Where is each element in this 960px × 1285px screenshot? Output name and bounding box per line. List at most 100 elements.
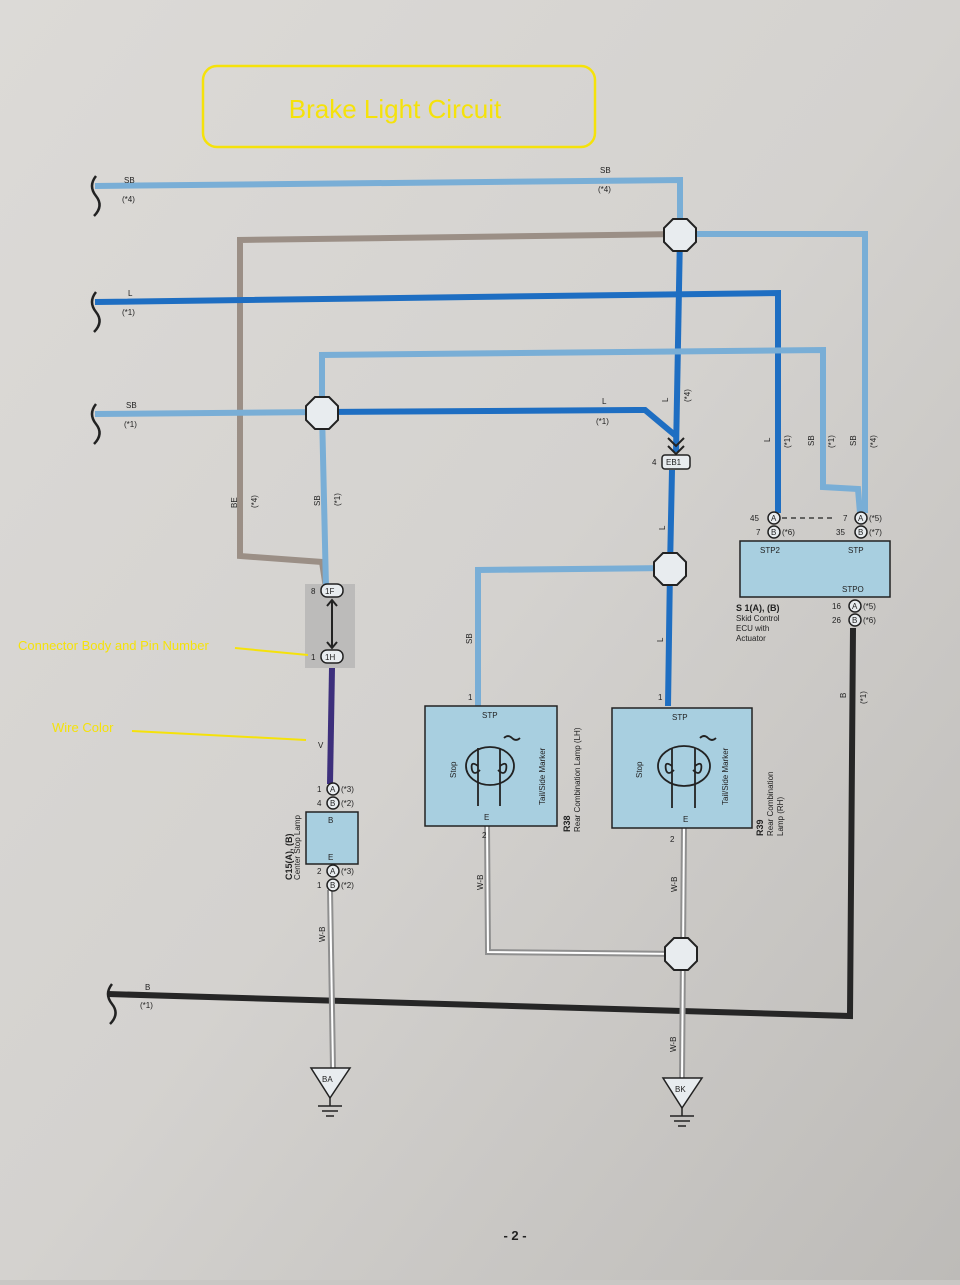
svg-text:7: 7: [756, 528, 761, 537]
svg-text:W-B: W-B: [670, 877, 679, 892]
svg-text:B: B: [839, 693, 848, 698]
svg-text:A: A: [858, 514, 864, 523]
r38-bulb-icon: [465, 735, 521, 806]
wire-sb-right-top: [680, 231, 868, 513]
r39-box: [611, 707, 753, 829]
svg-text:L: L: [128, 289, 133, 298]
wire-sb-vertical: [319, 411, 329, 589]
svg-text:L: L: [658, 525, 667, 530]
svg-text:26: 26: [832, 616, 841, 625]
ecu-code: S 1(A), (B): [736, 603, 780, 613]
r39-e: E: [683, 815, 688, 824]
svg-text:1: 1: [317, 785, 322, 794]
svg-text:W-B: W-B: [318, 927, 327, 942]
svg-text:2: 2: [317, 867, 322, 876]
connector-1h-label: 1H: [325, 653, 335, 662]
annotation-connector-pointer: [234, 647, 309, 656]
r39-tail: Tail/Side Marker: [721, 747, 730, 805]
wire-l-eb1: [665, 469, 675, 707]
wire-v: [327, 667, 335, 785]
ecu-stp: STP: [848, 546, 864, 555]
wire-sb-left: [94, 409, 323, 417]
wire-l-top: [94, 289, 781, 513]
center-lamp-e: E: [328, 853, 333, 862]
wire-sb-top: [94, 176, 683, 234]
center-lamp-b: B: [328, 816, 333, 825]
svg-text:A: A: [330, 867, 336, 876]
svg-text:45: 45: [750, 514, 759, 523]
ecu-stpo: STPO: [842, 585, 864, 594]
ground-bk-label: BK: [675, 1085, 686, 1094]
svg-text:A: A: [771, 514, 777, 523]
svg-text:(*2): (*2): [341, 799, 354, 808]
svg-text:(*1): (*1): [333, 493, 342, 506]
r39-stp: STP: [672, 713, 688, 722]
svg-text:B: B: [145, 983, 150, 992]
svg-text:4: 4: [317, 799, 322, 808]
svg-text:(*7): (*7): [869, 528, 882, 537]
svg-text:L: L: [602, 397, 607, 406]
r38-stp: STP: [482, 711, 498, 720]
r38-box: [424, 705, 558, 827]
junction-top: [663, 218, 697, 252]
svg-text:SB: SB: [124, 176, 135, 185]
svg-text:B: B: [330, 881, 335, 890]
eb1-label: EB1: [666, 458, 682, 467]
svg-text:(*1): (*1): [596, 417, 609, 426]
center-lamp-code: C15(A), (B): [284, 833, 294, 880]
svg-text:(*6): (*6): [863, 616, 876, 625]
r39-code: R39: [755, 819, 765, 836]
ecu-pins: 45 A 7 B (*6) 7 A (*5) 35 B (*7) 16 A (*…: [750, 511, 882, 627]
junction-mid: [653, 552, 687, 586]
svg-text:BE: BE: [230, 497, 239, 508]
ecu-box: [739, 540, 891, 598]
svg-text:(*4): (*4): [250, 495, 259, 508]
r39-name-2: Lamp (RH): [776, 797, 785, 836]
title-box: [201, 64, 597, 149]
junctions: [305, 218, 698, 971]
svg-text:(*1): (*1): [140, 1001, 153, 1010]
svg-text:(*2): (*2): [341, 881, 354, 890]
svg-text:(*1): (*1): [124, 420, 137, 429]
svg-text:(*1): (*1): [827, 435, 836, 448]
svg-text:7: 7: [843, 514, 848, 523]
svg-text:(*1): (*1): [859, 691, 868, 704]
svg-text:W-B: W-B: [476, 875, 485, 890]
svg-text:B: B: [771, 528, 776, 537]
ecu-stp2: STP2: [760, 546, 781, 555]
r38-e: E: [484, 813, 489, 822]
svg-text:(*3): (*3): [341, 785, 354, 794]
page-number: - 2 -: [503, 1228, 526, 1243]
svg-text:L: L: [763, 437, 772, 442]
r39-pin-bottom: 2: [670, 835, 675, 844]
svg-text:SB: SB: [849, 435, 858, 446]
annotation-connector: Connector Body and Pin Number: [18, 638, 209, 653]
svg-text:SB: SB: [465, 633, 474, 644]
svg-text:(*5): (*5): [863, 602, 876, 611]
svg-text:V: V: [318, 741, 324, 750]
svg-text:(*4): (*4): [683, 389, 692, 402]
svg-text:(*4): (*4): [122, 195, 135, 204]
junction-ground: [664, 937, 698, 971]
svg-text:(*6): (*6): [782, 528, 795, 537]
r38-pin-top: 1: [468, 693, 473, 702]
wire-l-mid: [321, 406, 678, 439]
r39-bulb-icon: [657, 735, 717, 808]
svg-text:B: B: [852, 616, 857, 625]
r38-tail: Tail/Side Marker: [538, 747, 547, 805]
wire-labels: SB (*4) L (*1) SB (*1) B (*1) SB (*4) L …: [122, 166, 878, 1052]
svg-text:W-B: W-B: [669, 1037, 678, 1052]
diagram-title: Brake Light Circuit: [289, 94, 502, 124]
wire-b-ecu: [107, 627, 856, 1020]
r38-name: Rear Combination Lamp (LH): [573, 727, 582, 832]
svg-text:35: 35: [836, 528, 845, 537]
connector-1h-pin: 1: [311, 653, 316, 662]
connector-1f-pin: 8: [311, 587, 316, 596]
r38-code: R38: [562, 815, 572, 832]
r39-stop: Stop: [635, 761, 644, 778]
wire-breaks: [90, 175, 117, 1025]
center-lamp-name: Center Stop Lamp: [293, 815, 302, 880]
svg-text:SB: SB: [807, 435, 816, 446]
